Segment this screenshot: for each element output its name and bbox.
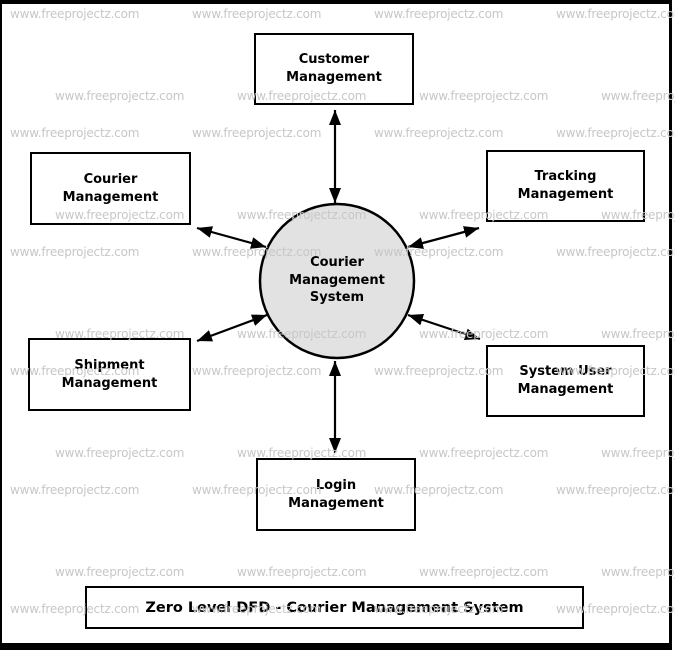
entity-label: Customer Management [286,52,382,85]
arrow-courier-management [196,226,267,249]
central-process-label: Courier Management System [289,255,385,305]
diagram-title-box: Zero Level DFD - Courier Management Syst… [85,586,584,629]
entity-label: Courier Management [62,171,159,205]
arrow-shipment-management [196,313,268,343]
diagram-title: Zero Level DFD - Courier Management Syst… [145,599,524,616]
entity-shipment-management: Shipment Management [28,338,191,411]
entity-courier-management: Courier Management [30,152,191,225]
entity-customer-management: Customer Management [254,33,414,105]
entity-label: Shipment Management [61,357,158,391]
central-process-circle [258,202,416,360]
arrow-tracking-management [407,226,480,249]
entity-label: Tracking Management [517,169,614,202]
entity-tracking-management: Tracking Management [486,150,645,222]
entity-login-management: Login Management [256,458,416,531]
entity-label: Login Management [288,477,384,511]
entity-label: System User Management [517,364,614,397]
arrow-system-user-management [407,313,481,341]
entity-system-user-management: System User Management [486,345,645,417]
